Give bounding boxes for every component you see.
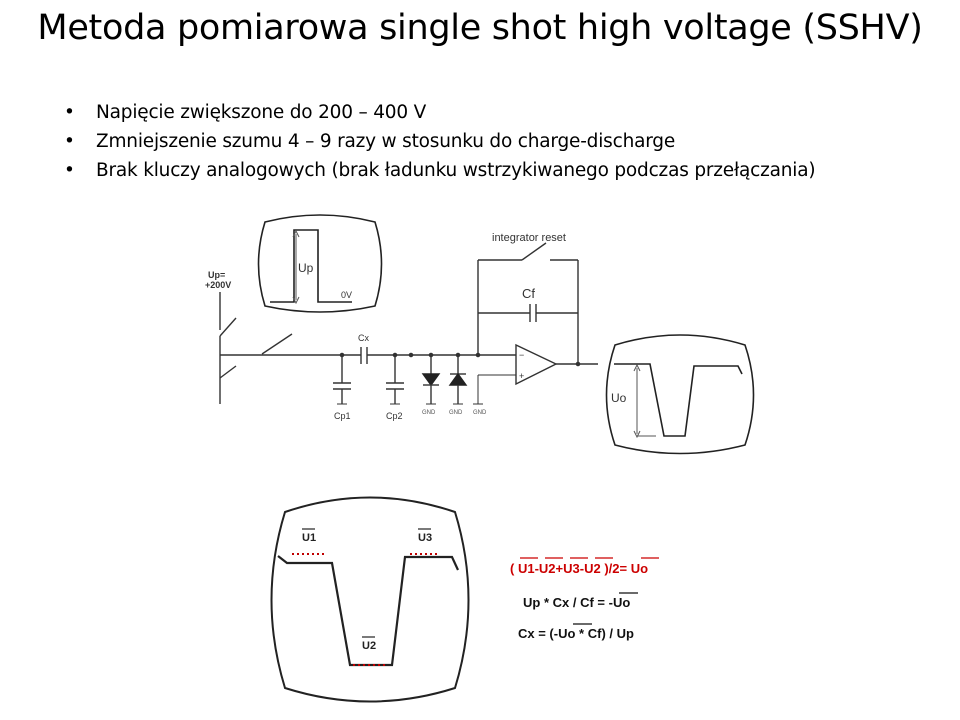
bullet-item: • Zmniejszenie szumu 4 – 9 razy w stosunk…	[64, 127, 815, 156]
u3-label: U3	[418, 532, 432, 544]
bullet-dot: •	[64, 131, 75, 152]
uo-label: Uo	[611, 391, 627, 405]
cf-label: Cf	[522, 286, 535, 301]
formula-cx: Cx = (-Uo * Cf) / Up	[518, 626, 634, 641]
opamp-minus: −	[519, 350, 524, 360]
bullet-list: • Napięcie zwiększone do 200 – 400 V • Zmn…	[64, 98, 816, 185]
pulse-up-label: Up	[298, 261, 314, 275]
cp2-label: Cp2	[386, 411, 403, 421]
formula-charge: Up * Cx / Cf = -Uo	[523, 595, 630, 610]
up-voltage-label-1: Up=	[208, 270, 225, 280]
bullet-dot: •	[64, 160, 75, 181]
gnd-label: GND	[422, 410, 436, 416]
formulas: ( U1-U2+U3-U2 )/2= Uo Up * Cx / Cf = -Uo…	[510, 557, 659, 641]
bullet-item: • Brak kluczy analogowych (brak ładunku w…	[64, 156, 816, 185]
zero-volt-label: 0V	[341, 290, 352, 300]
ground-symbols	[337, 374, 516, 405]
u1-label: U1	[302, 532, 316, 544]
gnd-label: GND	[449, 410, 463, 416]
bullet-text: Zmniejszenie szumu 4 – 9 razy w stosunku…	[96, 131, 676, 152]
input-pulse-scope: Up 0V	[257, 214, 383, 355]
u2-label: U2	[362, 640, 376, 652]
opamp-plus: +	[519, 371, 524, 381]
input-network: Cx Cp1 Cp2	[220, 333, 481, 421]
up-voltage-label-2: +200V	[205, 280, 231, 290]
input-switches	[219, 292, 237, 404]
slide-title: Metoda pomiarowa single shot high voltag…	[37, 8, 923, 48]
cp1-label: Cp1	[334, 411, 351, 421]
bullet-text: Napięcie zwiększone do 200 – 400 V	[96, 102, 427, 123]
bullet-item: • Napięcie zwiększone do 200 – 400 V	[64, 98, 815, 127]
bullet-dot: •	[64, 102, 75, 123]
bullet-text: Brak kluczy analogowych (brak ładunku ws…	[96, 160, 816, 181]
output-scope: Uo	[605, 334, 755, 455]
protection-diodes	[421, 355, 468, 404]
waveform-scope: U1 U3 U2	[270, 496, 470, 703]
formula-average: ( U1-U2+U3-U2 )/2= Uo	[510, 561, 648, 576]
cx-label: Cx	[358, 333, 369, 343]
gnd-label: GND	[473, 410, 487, 416]
integrator: Cf integrator reset − +	[476, 232, 598, 386]
integrator-reset-label: integrator reset	[492, 232, 566, 244]
